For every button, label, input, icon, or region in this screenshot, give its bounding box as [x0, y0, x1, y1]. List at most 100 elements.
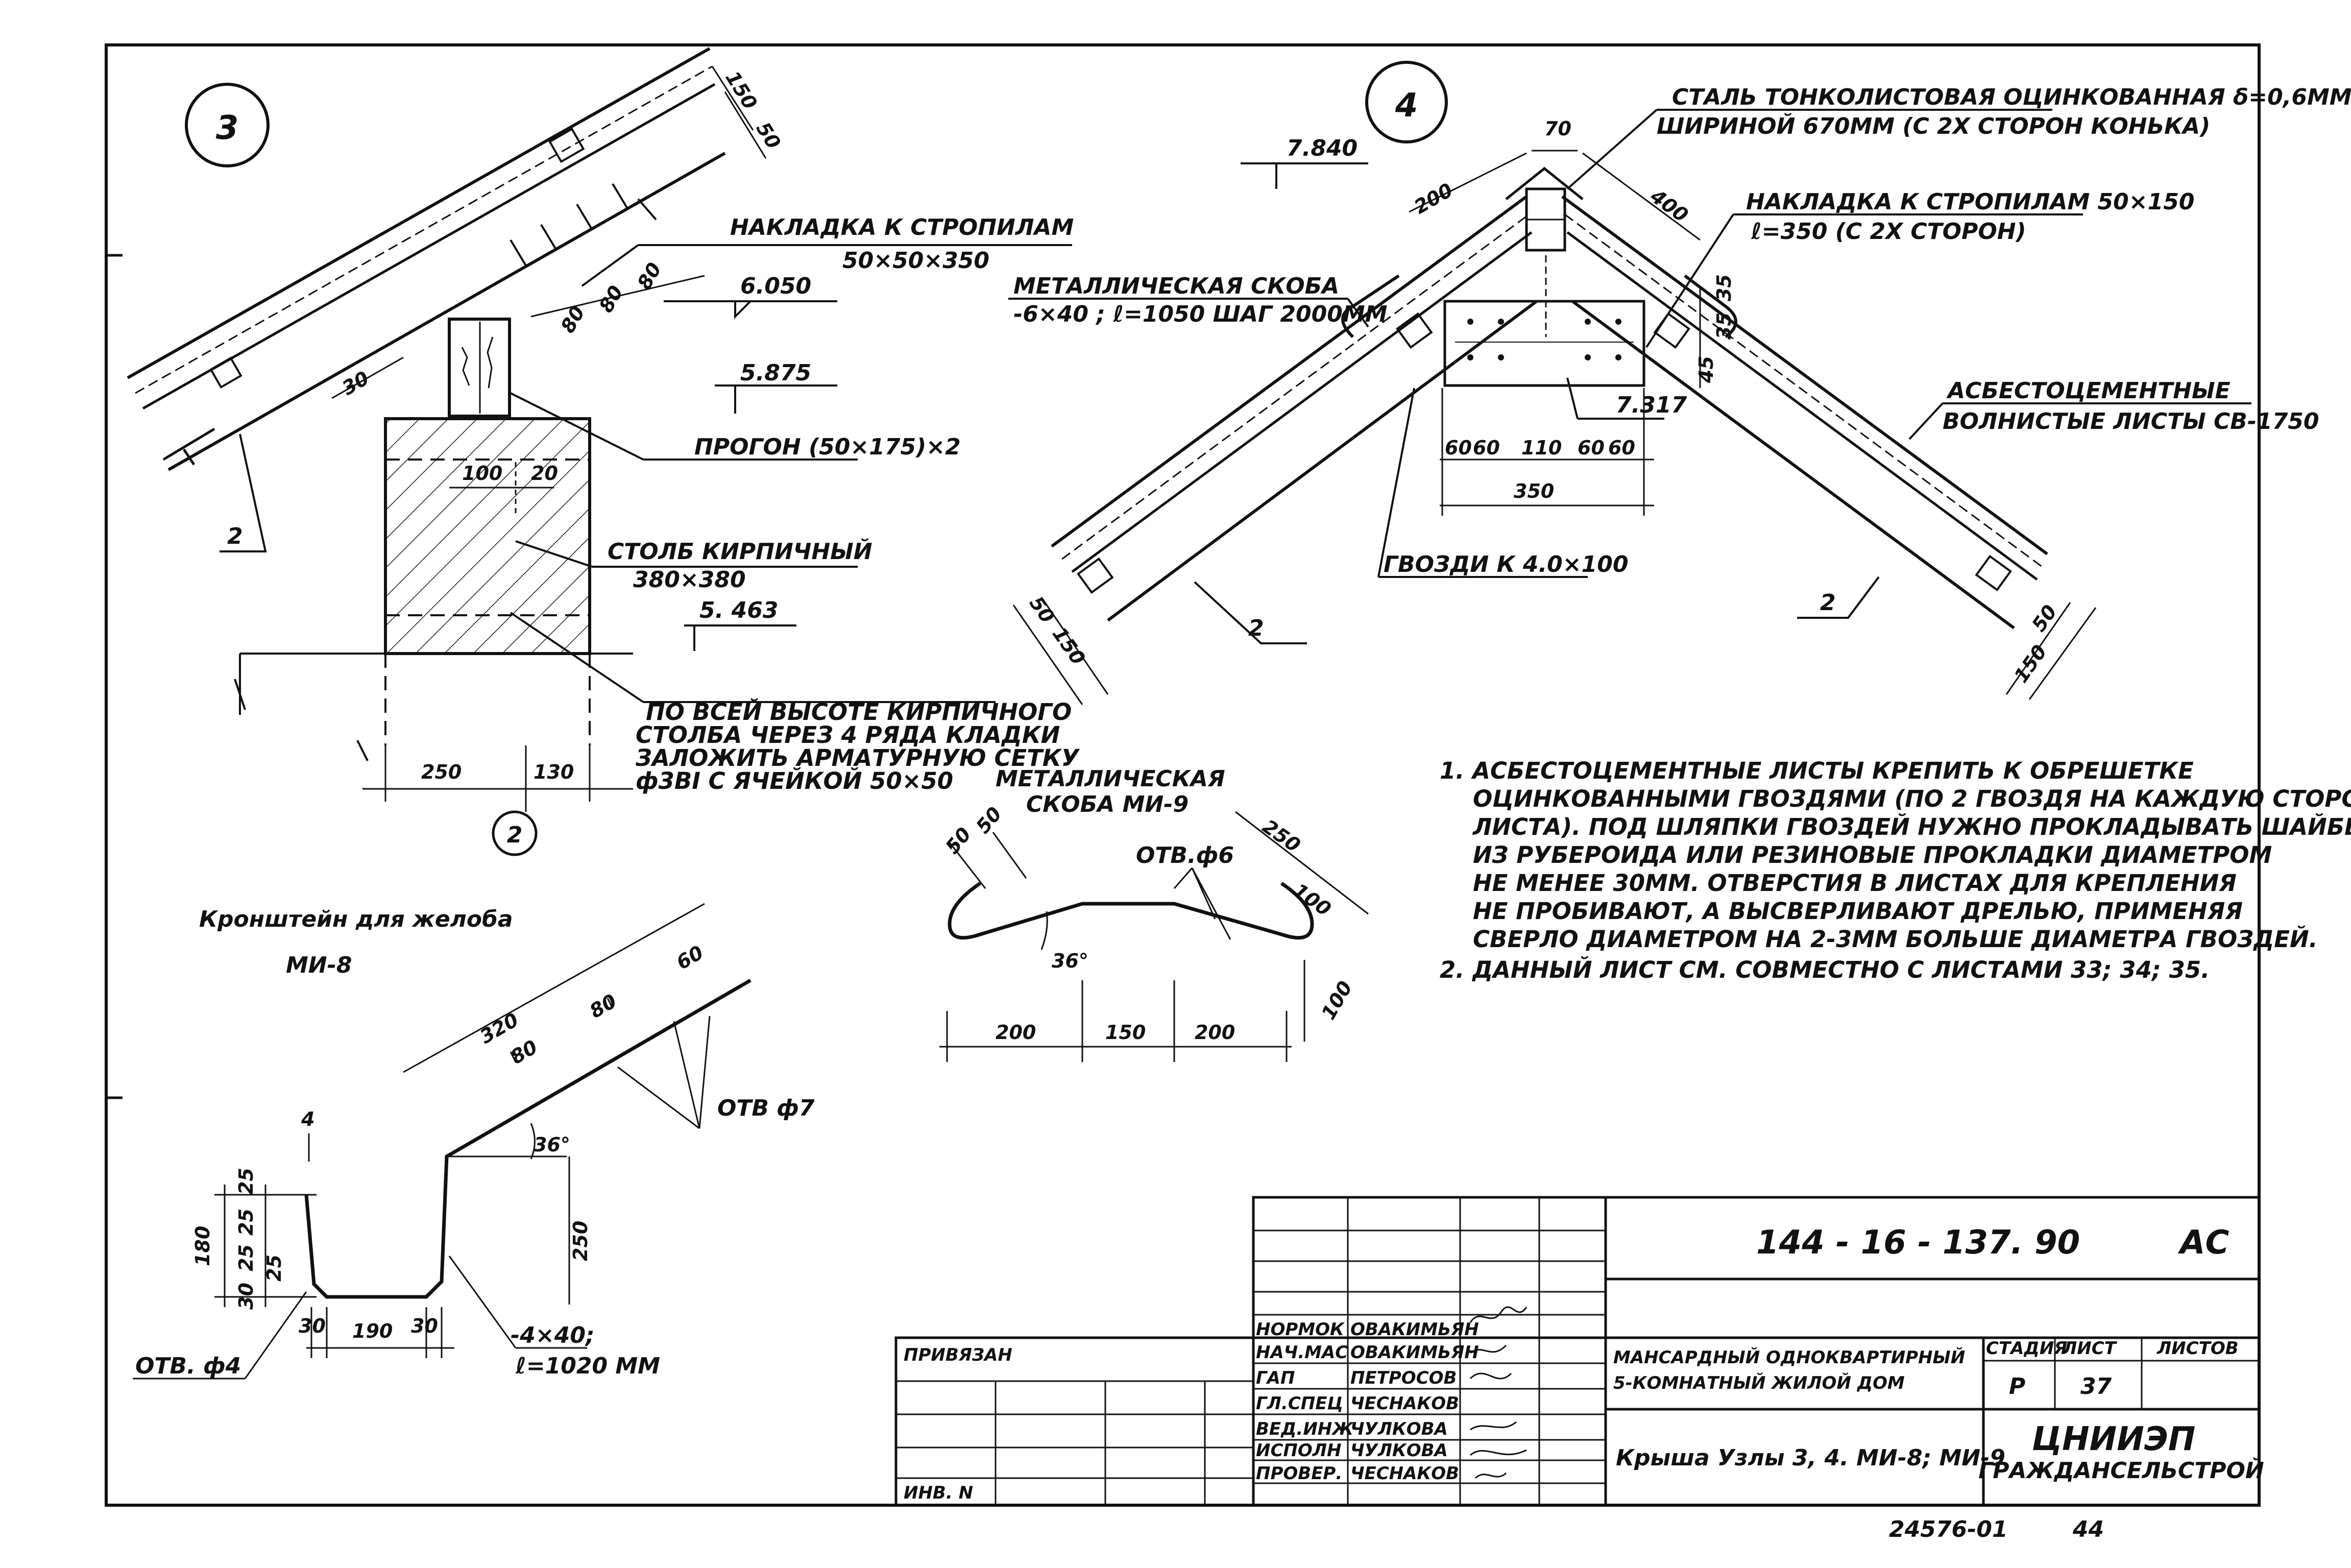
tb-tied-label: ПРИВЯЗАН	[904, 1345, 1012, 1365]
dim-350: 350	[1514, 480, 1554, 502]
ridge-steel	[1505, 166, 1584, 200]
mi8-dim-80-a: 80	[507, 1035, 542, 1069]
tb-name-6: ЧУЛКОВА	[1350, 1440, 1448, 1461]
sheets-note-1: АСБЕСТОЦЕМЕНТНЫЕ	[1946, 378, 2231, 404]
note-line-2: ОЦИНКОВАННЫМИ ГВОЗДЯМИ (ПО 2 ГВОЗДЯ НА К…	[1473, 785, 2351, 812]
level-7840: 7.840	[1287, 135, 1358, 161]
mesh-note-2: СТОЛБА ЧЕРЕЗ 4 РЯДА КЛАДКИ	[636, 721, 1060, 749]
axis-2-circle	[492, 810, 538, 856]
node-3-pillar-label: СТОЛБ КИРПИЧНЫЙ	[608, 538, 872, 565]
tb-role-4: ГЛ.СПЕЦ	[1256, 1393, 1343, 1414]
tb-name-2: ОВАКИМЬЯН	[1350, 1342, 1479, 1363]
dim-60-a: 60	[1445, 437, 1472, 459]
mesh-note-3: ЗАЛОЖИТЬ АРМАТУРНУЮ СЕТКУ	[635, 744, 1080, 771]
mi8-dim-180: 180	[191, 1226, 214, 1266]
bracket-mi8-detail: Кронштейн для желоба МИ-8 320 80 80 60 О…	[133, 903, 815, 1380]
mesh-note-1: ПО ВСЕЙ ВЫСОТЕ КИРПИЧНОГО	[646, 698, 1072, 726]
mi9-title-1: МЕТАЛЛИЧЕСКАЯ	[996, 766, 1225, 792]
tb-mark: АС	[2177, 1224, 2229, 1262]
tb-role-6: ИСПОЛН	[1256, 1440, 1341, 1461]
tb-sheet: 37	[2080, 1373, 2112, 1400]
tb-col-stage: СТАДИЯ	[1986, 1338, 2067, 1359]
mi8-dim-320: 320	[476, 1008, 523, 1048]
dim-60-b: 60	[1473, 437, 1500, 459]
mi8-hole-7: ОТВ ф7	[717, 1095, 815, 1121]
mi8-title-1: Кронштейн для желоба	[199, 906, 513, 932]
dim-150-left: 150	[1048, 623, 1090, 669]
overlay-note-1: НАКЛАДКА К СТРОПИЛАМ 50×150	[1746, 189, 2195, 215]
node-3-detail: 3	[127, 47, 1080, 856]
dim-80-c: 80	[633, 259, 666, 294]
node-3-number: 3	[216, 109, 239, 147]
mi8-shape	[304, 978, 752, 1299]
level-6050: 6.050	[740, 273, 811, 299]
mi8-dim-60: 60	[673, 941, 708, 974]
mesh-note-4: ф3ВI С ЯЧЕЙКОЙ 50×50	[636, 767, 953, 794]
level-7317: 7.317	[1616, 392, 1687, 418]
mi8-dim-25-a: 25	[235, 1168, 257, 1195]
dim-250: 250	[421, 761, 462, 783]
tb-role-1: НОРМОК	[1256, 1319, 1345, 1340]
tb-name-5: ЧУЛКОВА	[1350, 1419, 1448, 1439]
tb-role-3: ГАП	[1256, 1368, 1295, 1388]
node-3-overlay-size: 50×50×350	[842, 248, 989, 274]
note-line-5: НЕ МЕНЕЕ 30ММ. ОТВЕРСТИЯ В ЛИСТАХ ДЛЯ КР…	[1473, 870, 2237, 897]
tb-code: 144 - 16 - 137. 90	[1756, 1224, 2080, 1262]
node-4-circle	[1365, 61, 1448, 143]
tb-org-1: ЦНИИЭП	[2032, 1420, 2196, 1458]
mi8-dim-25-b: 25	[235, 1209, 257, 1236]
dim-60-d: 60	[1608, 437, 1635, 459]
node-4-detail: 4	[1008, 61, 2351, 705]
dim-60-c: 60	[1578, 437, 1605, 459]
mi8-dim-25-c: 25	[235, 1244, 257, 1271]
tb-name-3: ПЕТРОСОВ	[1350, 1368, 1457, 1388]
tb-project-1: МАНСАРДНЫЙ ОДНОКВАРТИРНЫЙ	[1613, 1347, 1965, 1368]
overlay-plate	[1443, 300, 1645, 387]
steel-note-1: СТАЛЬ ТОНКОЛИСТОВАЯ ОЦИНКОВАННАЯ δ=0,6ММ	[1672, 84, 2351, 110]
mi9-dim-100-b: 100	[1317, 977, 1357, 1024]
footer-number: 24576-01	[1889, 1516, 2008, 1542]
bracket-hook-left	[1341, 274, 1400, 339]
mi8-dim-4: 4	[301, 1108, 314, 1130]
mi9-dim-50-a: 50	[941, 823, 976, 858]
tb-role-7: ПРОВЕР.	[1256, 1463, 1342, 1484]
mi9-dim-200-b: 200	[1195, 1021, 1235, 1044]
mi8-dim-30-b: 30	[411, 1315, 438, 1337]
node-3-circle	[185, 83, 270, 167]
note-line-4: ИЗ РУБЕРОИДА ИЛИ РЕЗИНОВЫЕ ПРОКЛАДКИ ДИА…	[1473, 841, 2272, 869]
dim-200: 200	[1411, 179, 1457, 219]
mi9-dim-200-a: 200	[996, 1021, 1036, 1044]
title-block: ПРИВЯЗАН ИНВ. N НОРМОК ОВАКИМЬЯН НАЧ.МАС…	[894, 1196, 2264, 1507]
node-3-brick-pillar	[384, 417, 591, 655]
mi9-angle: 36°	[1052, 950, 1088, 972]
general-notes: 1. АСБЕСТОЦЕМЕНТНЫЕ ЛИСТЫ КРЕПИТЬ К ОБРЕ…	[1440, 757, 2351, 983]
tb-col-sheets: ЛИСТОВ	[2156, 1338, 2239, 1359]
tb-col-sheet: ЛИСТ	[2062, 1338, 2118, 1359]
mi8-dim-80-b: 80	[586, 990, 621, 1023]
bracket-hook-right	[1684, 274, 1737, 339]
tb-role-5: ВЕД.ИНЖ	[1256, 1419, 1354, 1439]
nails-label: ГВОЗДИ К 4.0×100	[1384, 551, 1629, 577]
node-4-ref-left: 2	[1248, 615, 1264, 641]
dim-35-b: 35	[1713, 312, 1735, 340]
bracket-note-1: МЕТАЛЛИЧЕСКАЯ СКОБА	[1013, 273, 1339, 299]
dim-20: 20	[531, 462, 558, 485]
node-3-purlin	[448, 318, 511, 418]
node-3-ref: 2	[227, 523, 243, 549]
node-3-rafter	[127, 47, 726, 471]
mi8-dim-30-a: 30	[299, 1315, 326, 1337]
mi9-dim-50-b: 50	[972, 803, 1006, 838]
mi9-title-2: СКОБА МИ-9	[1026, 791, 1189, 817]
sheets-note-2: ВОЛНИСТЫЕ ЛИСТЫ СВ-1750	[1943, 408, 2319, 435]
mi9-shape	[948, 882, 1314, 940]
note-line-7: СВЕРЛО ДИАМЕТРОМ НА 2-3ММ БОЛЬШЕ ДИАМЕТР…	[1473, 926, 2318, 953]
footer-page: 44	[2072, 1516, 2104, 1542]
mi8-angle: 36°	[534, 1133, 570, 1156]
dim-50-left: 50	[1025, 592, 1059, 628]
note-line-6: НЕ ПРОБИВАЮТ, А ВЫСВЕРЛИВАЮТ ДРЕЛЬЮ, ПРИ…	[1473, 898, 2243, 925]
node-4-number: 4	[1395, 87, 1418, 125]
node-3-overlay-label: НАКЛАДКА К СТРОПИЛАМ	[730, 214, 1074, 240]
overlay-note-2: ℓ=350 (С 2Х СТОРОН)	[1751, 219, 2026, 245]
tb-name-4: ЧЕСНАКОВ	[1350, 1393, 1459, 1414]
